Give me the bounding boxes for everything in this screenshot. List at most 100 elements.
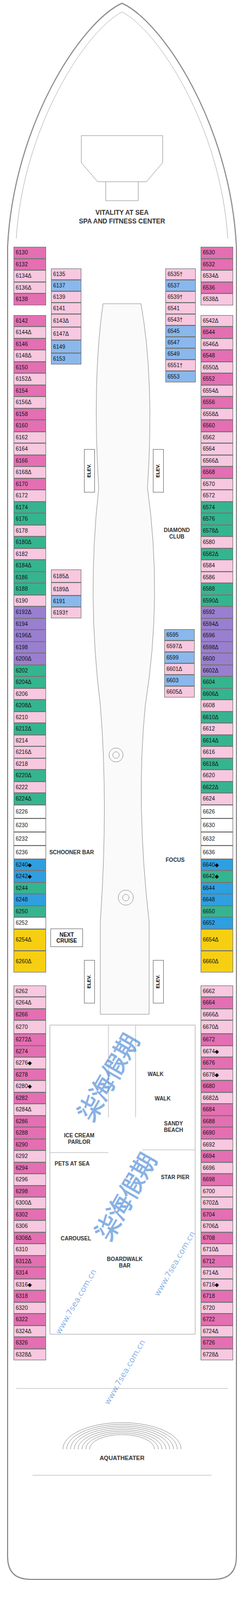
hull <box>7 3 237 1579</box>
stateroom-number: 6541 <box>167 305 180 312</box>
stateroom-number: 6232 <box>15 835 28 842</box>
stateroom-number: 6160 <box>15 422 28 429</box>
stateroom-box: 6680 <box>200 1080 234 1093</box>
stateroom-box: 6551† <box>165 359 196 371</box>
stateroom-number: 6226 <box>15 808 28 815</box>
stateroom-number: 6696 <box>202 1164 215 1171</box>
stateroom-box: 6156Δ <box>13 396 47 409</box>
stateroom-box: 6676 <box>200 1056 234 1069</box>
stateroom-box: 6284Δ <box>13 1103 47 1116</box>
stateroom-box: 6539† <box>165 291 196 303</box>
stateroom-box: 6308Δ <box>13 1231 47 1244</box>
stateroom-box: 6290 <box>13 1138 47 1151</box>
stateroom-number: 6650 <box>202 908 215 915</box>
stateroom-box: 6720 <box>200 1301 234 1314</box>
stateroom-number: 6546Δ <box>202 341 219 348</box>
stateroom-box: 6242◆ <box>13 870 47 883</box>
stateroom-number: 6220Δ <box>15 772 32 779</box>
stateroom-box: 6704 <box>200 1208 234 1221</box>
stateroom-number: 6300Δ <box>15 1199 32 1206</box>
stateroom-number: 6270 <box>15 1023 28 1030</box>
stateroom-number: 6537 <box>167 282 180 289</box>
stateroom-number: 6642◆ <box>202 872 220 879</box>
stateroom-box: 6210 <box>13 711 47 724</box>
stateroom-number: 6714Δ <box>202 1269 219 1276</box>
stateroom-number: 6582Δ <box>202 550 219 557</box>
stateroom-number: 6262 <box>15 987 28 994</box>
seat-row <box>66 1423 178 1449</box>
stateroom-number: 6288 <box>15 1129 28 1136</box>
stateroom-box: 6244 <box>13 882 47 895</box>
stateroom-box: 6200Δ <box>13 652 47 665</box>
stateroom-number: 6224Δ <box>15 795 32 802</box>
stateroom-box: 6706Δ <box>200 1220 234 1232</box>
stateroom-number: 6170 <box>15 480 28 487</box>
stateroom-box: 6692 <box>200 1138 234 1151</box>
stern-deck-line <box>16 1388 228 1475</box>
stateroom-box: 6550Δ <box>200 361 234 374</box>
stateroom-number: 6694 <box>202 1152 215 1159</box>
stateroom-box: 6218 <box>13 758 47 770</box>
stateroom-box: 6316◆ <box>13 1278 47 1291</box>
stateroom-number: 6532 <box>202 261 215 268</box>
area-name: VITALITY AT SEA <box>54 209 190 217</box>
stateroom-box: 6546Δ <box>200 338 234 351</box>
stateroom-box: 6597Δ <box>164 640 195 652</box>
stateroom-number: 6182 <box>15 550 28 557</box>
seat-row <box>74 1427 170 1449</box>
stateroom-box: 6208Δ <box>13 699 47 712</box>
stateroom-number: 6722 <box>202 1315 215 1322</box>
stateroom-box: 6202 <box>13 664 47 677</box>
stateroom-box: 6549 <box>165 348 196 360</box>
stateroom-number: 6135 <box>53 271 66 278</box>
venue-name: SCHOONER BAR <box>48 849 95 856</box>
stateroom-box: 6172 <box>13 489 47 502</box>
stateroom-box: 6182 <box>13 548 47 561</box>
stateroom-number: 6143Δ <box>53 317 69 324</box>
venue-name: SANDY BEACH <box>153 1120 194 1133</box>
stateroom-box: 6598Δ <box>200 641 234 654</box>
stateroom-box: 6166 <box>13 454 47 467</box>
stateroom-box: 6192Δ <box>13 606 47 619</box>
stateroom-number: 6626 <box>202 808 215 815</box>
stateroom-box: 6690 <box>200 1126 234 1139</box>
stateroom-number: 6678◆ <box>202 1071 220 1078</box>
stateroom-number: 6194 <box>15 620 28 627</box>
stateroom-box: 6252 <box>13 916 47 929</box>
stateroom-number: 6156Δ <box>15 399 32 406</box>
stateroom-box: 6541 <box>165 302 196 314</box>
stateroom-box: 6300Δ <box>13 1196 47 1209</box>
stateroom-box: 6570 <box>200 478 234 491</box>
venue-name: FOCUS <box>156 856 195 864</box>
stateroom-box: 6270 <box>13 1019 47 1034</box>
stateroom-box: 6152Δ <box>13 373 47 385</box>
stateroom-number: 6572 <box>202 492 215 499</box>
stateroom-number: 6186 <box>15 574 28 581</box>
stateroom-number: 6264Δ <box>15 999 32 1006</box>
stateroom-number: 6610Δ <box>202 714 219 721</box>
stateroom-box: 6282 <box>13 1092 47 1104</box>
stateroom-box: 6724Δ <box>200 1325 234 1338</box>
stateroom-number: 6718 <box>202 1292 215 1299</box>
stateroom-number: 6280◆ <box>15 1082 32 1089</box>
stateroom-number: 6706Δ <box>202 1222 219 1229</box>
area-name: SPA AND FITNESS CENTER <box>48 217 196 226</box>
stateroom-number: 6252 <box>15 919 28 926</box>
stateroom-number: 6603 <box>166 677 179 684</box>
stateroom-number: 6222 <box>15 784 28 791</box>
stateroom-box: 6716◆ <box>200 1278 234 1291</box>
stateroom-box: 6134Δ <box>13 270 47 282</box>
stateroom-box: 6595 <box>164 628 195 641</box>
stateroom-number: 6162 <box>15 434 28 441</box>
stateroom-number: 6606Δ <box>202 690 219 697</box>
stateroom-box: 6722 <box>200 1313 234 1326</box>
stateroom-box: 6178 <box>13 524 47 537</box>
stateroom-box: 6560 <box>200 419 234 432</box>
stateroom-box: 6144Δ <box>13 326 47 339</box>
stateroom-number: 6324Δ <box>15 1327 32 1334</box>
stateroom-number: 6648 <box>202 896 215 903</box>
stateroom-number: 6728Δ <box>202 1351 219 1358</box>
stateroom-number: 6302 <box>15 1211 28 1218</box>
stateroom-number: 6704 <box>202 1211 215 1218</box>
stateroom-number: 6139 <box>53 293 66 300</box>
